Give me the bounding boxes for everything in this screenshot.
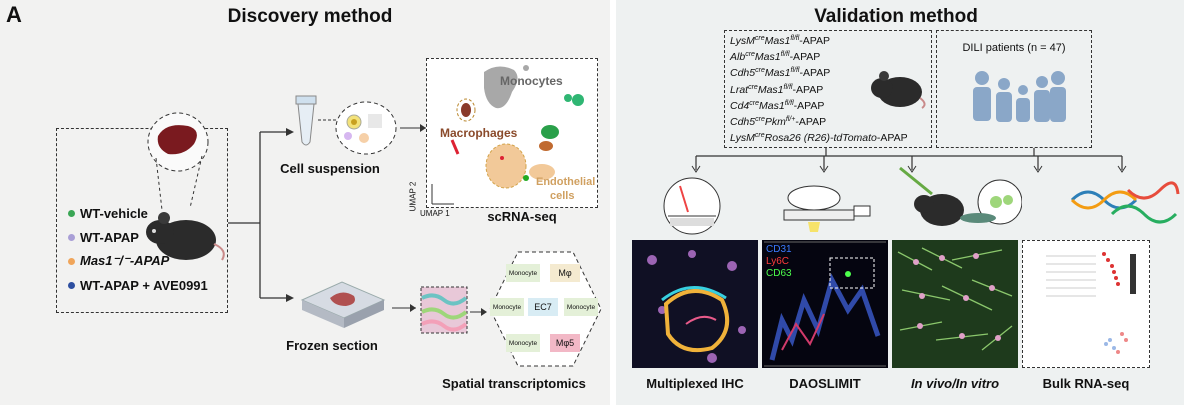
mas1-apap-dot <box>68 257 75 265</box>
spatial-tile <box>420 286 468 334</box>
method-branch-arrows <box>691 148 1127 173</box>
umap-y-label: UMAP 2 <box>408 181 418 212</box>
endothelial-cluster <box>485 143 527 189</box>
group-wt-vehicle: WT-vehicle <box>68 201 208 225</box>
cells-label: cells <box>550 190 575 202</box>
ihc-image <box>632 240 758 368</box>
genotype-row: Cdh5crePkmfl/+-APAP <box>730 116 827 129</box>
daoslimit-legend: CD31 Ly6C CD63 <box>766 244 792 280</box>
genotype-row: LratcreMas1fl/fl-APAP <box>730 83 824 96</box>
groups-box <box>56 128 228 313</box>
macrophages-label: Macrophages <box>440 126 518 140</box>
group-legend: WT-vehicle WT-APAP Mas1⁻/⁻-APAP WT-APAP … <box>68 201 208 297</box>
ly6c-label: Ly6C <box>766 256 789 267</box>
wt-vehicle-dot <box>68 209 75 217</box>
bulk-rna-plots <box>1022 240 1150 368</box>
cells-circle <box>335 101 397 155</box>
dili-label: DILI patients (n = 47) <box>962 42 1066 54</box>
mouse-liver-illustration <box>146 112 225 261</box>
cell-macrophage: Mφ <box>550 264 580 282</box>
bulk-rna-charts <box>1046 252 1136 354</box>
discovery-title: Discovery method <box>227 6 393 27</box>
patients-icon <box>973 71 1066 122</box>
tissue-icon <box>330 292 355 306</box>
rna-icon <box>1070 181 1180 224</box>
cd31-label: CD31 <box>766 244 792 255</box>
genotype-row: Cdh5creMas1fl/fl-APAP <box>730 67 831 80</box>
group-mas1-apap: Mas1⁻/⁻-APAP <box>68 249 208 273</box>
cluster-green <box>572 94 584 106</box>
in-vitro-image <box>892 240 1018 368</box>
ave0991-dot <box>68 281 75 289</box>
umap-x-label: UMAP 1 <box>420 209 450 218</box>
cell-ec7: EC7 <box>528 298 558 316</box>
group-wt-apap-ave0991: WT-APAP + AVE0991 <box>68 273 208 297</box>
method-label-in-vivo: In vivo/In vitro <box>910 376 1000 391</box>
genotype-row: LysMcreRosa26 (R26)-tdTomato-APAP <box>730 132 908 145</box>
in-vivo-icon <box>899 166 1022 226</box>
genotype-row: AlbcreMas1fl/fl-APAP <box>730 51 821 64</box>
cell-suspension-label: Cell suspension <box>280 161 380 176</box>
method-label-daoslimit: DAOSLIMIT <box>789 376 861 391</box>
group-wt-apap: WT-APAP <box>68 225 208 249</box>
mouse-icon <box>871 71 926 109</box>
branch-arrows <box>228 128 294 302</box>
frozen-section-illustration <box>300 281 416 328</box>
discovery-panel: A Discovery method WT-vehicle WT-APAP Ma… <box>0 0 610 405</box>
wt-apap-dot <box>68 233 75 241</box>
frozen-section-label: Frozen section <box>286 338 378 353</box>
panel-letter: A <box>6 2 22 27</box>
endothelial-label: Endothelial <box>536 176 596 188</box>
spatial-label: Spatial transcriptomics <box>442 376 586 391</box>
monocyte-cluster <box>484 66 518 109</box>
method-label-bulk-rna: Bulk RNA-seq <box>1042 376 1130 391</box>
cd63-label: CD63 <box>766 268 792 279</box>
cell-macrophage-5: Mφ5 <box>550 334 580 352</box>
liver-icon <box>157 125 197 155</box>
genotype-row: Cd4creMas1fl/fl-APAP <box>730 99 825 112</box>
tube-icon <box>295 95 317 146</box>
umap-clusters <box>431 65 584 205</box>
cell-monocyte-2: Monocyte <box>490 298 524 316</box>
cell-monocyte-4: Monocyte <box>506 334 540 352</box>
validation-panel: Validation method LysMcreMas1fl/fl-APAP … <box>616 0 1184 405</box>
daoslimit-image <box>762 240 888 368</box>
dili-box <box>936 30 1092 148</box>
genotype-box <box>724 30 932 148</box>
cell-suspension-illustration <box>295 95 426 155</box>
ihc-icon <box>663 177 721 235</box>
mouse-icon <box>146 212 225 261</box>
method-label-ihc: Multiplexed IHC <box>646 376 744 391</box>
scrna-label: scRNA-seq <box>487 209 557 224</box>
genotype-row: LysMcreMas1fl/fl-APAP <box>730 35 831 47</box>
cell-monocyte-1: Monocyte <box>506 264 540 282</box>
spatial-cells: Monocyte Mφ Monocyte EC7 Monocyte Monocy… <box>488 250 603 368</box>
monocytes-label: Monocytes <box>500 74 563 88</box>
microscope-icon <box>783 185 871 232</box>
validation-title: Validation method <box>814 6 978 27</box>
cell-monocyte-3: Monocyte <box>564 298 598 316</box>
genotype-list: LysMcreMas1fl/fl-APAP AlbcreMas1fl/fl-AP… <box>730 32 908 145</box>
spatial-arrow <box>470 308 487 316</box>
